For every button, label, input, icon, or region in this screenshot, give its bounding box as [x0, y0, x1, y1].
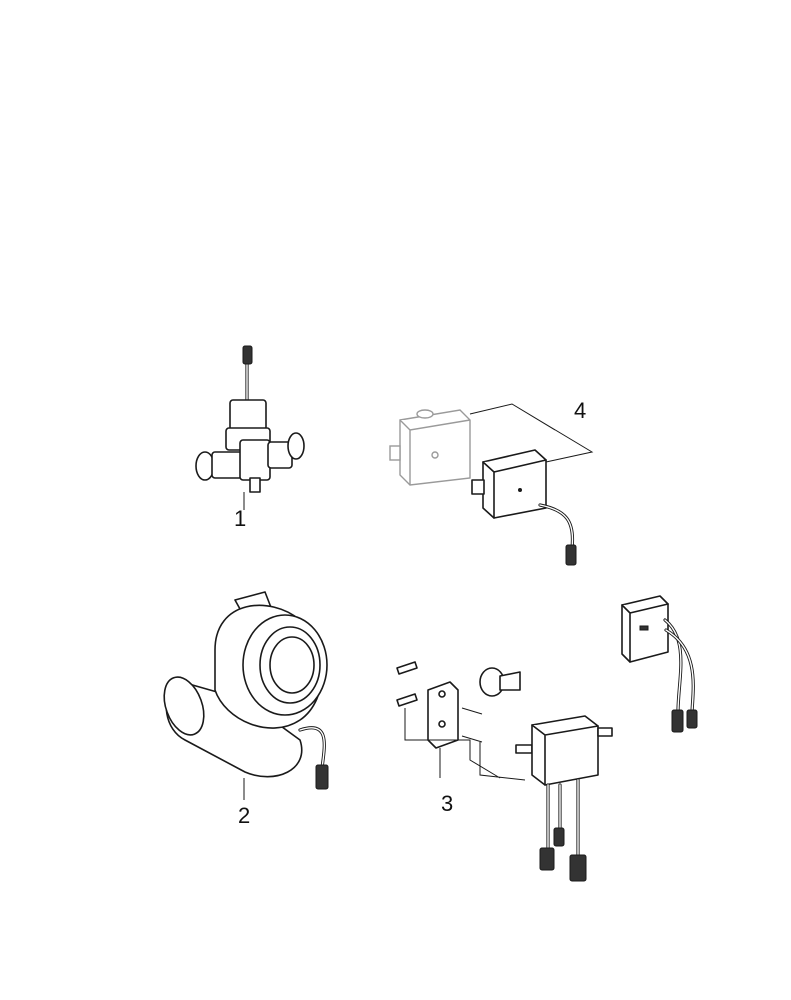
part-label-3: 3 [441, 791, 454, 816]
junction-box [389, 409, 471, 486]
sensor-box [471, 449, 577, 566]
power-supply-box [621, 595, 698, 733]
part-label-4: 4 [574, 398, 587, 423]
solenoid-valve [195, 345, 305, 510]
siphon [163, 591, 329, 800]
part-label-1: 1 [234, 506, 247, 531]
part-label-2: 2 [238, 803, 251, 828]
leader-line-4 [469, 403, 594, 463]
control-box [515, 715, 613, 882]
mounting-kit [396, 661, 526, 781]
